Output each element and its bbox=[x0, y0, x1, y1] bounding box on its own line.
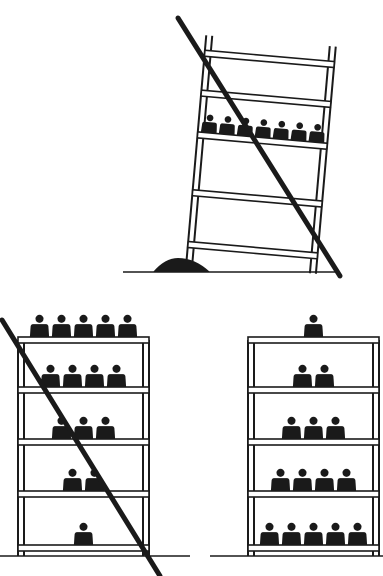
kettlebell-weight-icon bbox=[348, 523, 367, 545]
kettlebell-weight-icon bbox=[201, 114, 218, 133]
kettlebell-weight-icon bbox=[63, 469, 82, 491]
shelf-board bbox=[18, 545, 149, 551]
shelf-board bbox=[18, 491, 149, 497]
kettlebell-weight-icon bbox=[96, 417, 115, 439]
spilled-pile bbox=[153, 258, 210, 272]
shelf-board bbox=[248, 491, 379, 497]
kettlebell-weight-icon bbox=[30, 315, 49, 337]
kettlebell-weight-icon bbox=[260, 523, 279, 545]
kettlebell-weight-icon bbox=[271, 469, 290, 491]
kettlebell-weight-icon bbox=[96, 315, 115, 337]
kettlebell-weight-icon bbox=[52, 315, 71, 337]
kettlebell-weight-icon bbox=[291, 122, 308, 141]
kettlebell-weight-icon bbox=[74, 315, 93, 337]
shelf-board bbox=[201, 90, 331, 107]
shelf-board bbox=[192, 190, 322, 207]
shelf-board bbox=[248, 387, 379, 393]
kettlebell-weight-icon bbox=[74, 523, 93, 545]
shelf-board bbox=[204, 50, 334, 67]
kettlebell-weight-icon bbox=[118, 315, 137, 337]
shelf-board bbox=[248, 439, 379, 445]
kettlebell-weight-icon bbox=[293, 365, 312, 387]
kettlebell-weight-icon bbox=[337, 469, 356, 491]
kettlebell-weight-icon bbox=[255, 119, 272, 138]
kettlebell-weight-icon bbox=[304, 315, 323, 337]
shelf-board bbox=[188, 242, 318, 259]
shelf-board bbox=[18, 387, 149, 393]
kettlebell-weight-icon bbox=[304, 523, 323, 545]
kettlebell-weight-icon bbox=[282, 417, 301, 439]
kettlebell-weight-icon bbox=[326, 523, 345, 545]
kettlebell-weight-icon bbox=[85, 365, 104, 387]
kettlebell-weight-icon bbox=[63, 365, 82, 387]
kettlebell-weight-icon bbox=[293, 469, 312, 491]
kettlebell-weight-icon bbox=[315, 365, 334, 387]
kettlebell-weight-icon bbox=[282, 523, 301, 545]
shelf-board bbox=[248, 337, 379, 343]
kettlebell-weight-icon bbox=[273, 120, 290, 139]
panel-bottom-heavy-shelf bbox=[210, 315, 383, 556]
shelf-board bbox=[18, 337, 149, 343]
kettlebell-weight-icon bbox=[326, 417, 345, 439]
shelf-board bbox=[18, 439, 149, 445]
kettlebell-weight-icon bbox=[74, 417, 93, 439]
kettlebell-weight-icon bbox=[219, 115, 236, 134]
kettlebell-weight-icon bbox=[107, 365, 126, 387]
panel-tipping-shelf bbox=[123, 18, 340, 276]
kettlebell-weight-icon bbox=[304, 417, 323, 439]
shelf-board bbox=[248, 545, 379, 551]
kettlebell-weight-icon bbox=[315, 469, 334, 491]
panel-top-heavy-shelf bbox=[0, 315, 190, 576]
